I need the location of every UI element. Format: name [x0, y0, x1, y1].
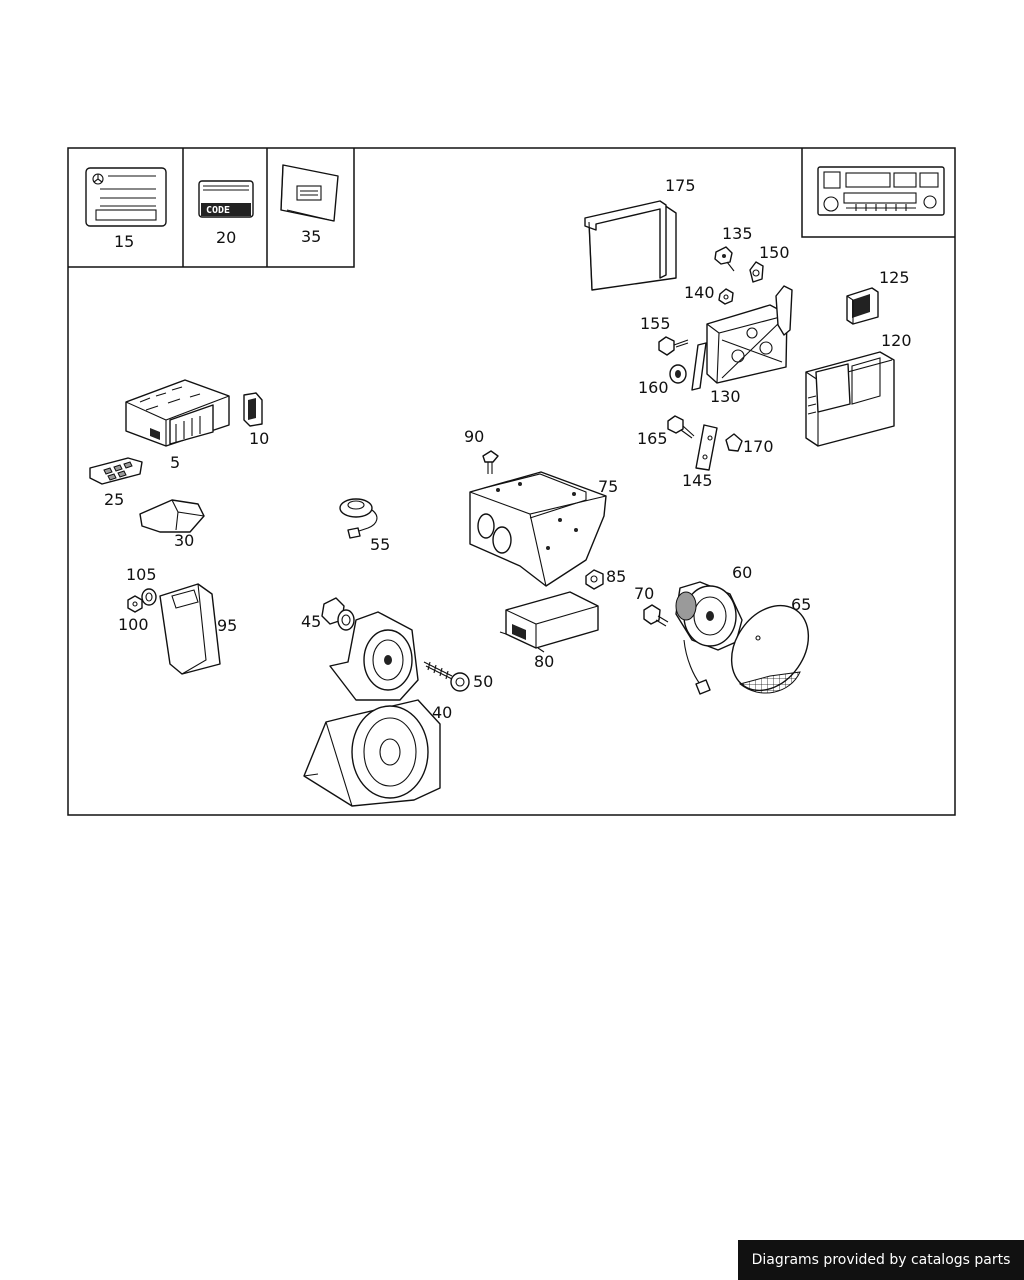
part-70-screw — [643, 604, 669, 627]
part-label-125: 125 — [879, 268, 910, 287]
part-80-control-module — [499, 591, 599, 653]
part-label-35: 35 — [301, 227, 321, 246]
parts-diagram: CODE — [67, 147, 956, 816]
part-45-tweeter — [321, 597, 355, 631]
part-label-175: 175 — [665, 176, 696, 195]
part-label-80: 80 — [534, 652, 554, 671]
part-label-130: 130 — [710, 387, 741, 406]
part-85-nut — [585, 569, 604, 590]
part-label-45: 45 — [301, 612, 321, 631]
footer-attribution: Diagrams provided by catalogs parts — [738, 1240, 1024, 1280]
part-label-50: 50 — [473, 672, 493, 691]
part-170-plug — [725, 433, 743, 452]
part-label-40: 40 — [432, 703, 452, 722]
part-160-grommet — [669, 364, 687, 384]
part-label-145: 145 — [682, 471, 713, 490]
part-40-speaker-housing — [303, 611, 441, 807]
part-label-165: 165 — [637, 429, 668, 448]
part-95-bag — [159, 583, 221, 675]
radio-inset-frame — [801, 148, 955, 238]
part-175-bracket-plate — [584, 200, 677, 291]
part-50-screw — [423, 661, 470, 692]
part-10-knob — [243, 392, 263, 427]
part-35-manual-booklet — [280, 164, 339, 222]
part-label-60: 60 — [732, 563, 752, 582]
radio-faceplate-illustration — [817, 166, 945, 216]
part-155-bolt — [658, 336, 689, 356]
part-130-mounting-frame — [691, 285, 793, 391]
part-label-20: 20 — [216, 228, 236, 247]
part-label-155: 155 — [640, 314, 671, 333]
part-140-nut — [718, 288, 734, 305]
part-100-nut — [127, 595, 143, 613]
part-label-95: 95 — [217, 616, 237, 635]
part-55-antenna-connector — [339, 498, 378, 539]
part-label-85: 85 — [606, 567, 626, 586]
part-label-15: 15 — [114, 232, 134, 251]
part-label-70: 70 — [634, 584, 654, 603]
part-label-140: 140 — [684, 283, 715, 302]
part-label-120: 120 — [881, 331, 912, 350]
part-label-25: 25 — [104, 490, 124, 509]
part-105-grommet — [141, 588, 157, 606]
part-label-105: 105 — [126, 565, 157, 584]
part-label-135: 135 — [722, 224, 753, 243]
part-120-changer-unit — [805, 351, 895, 447]
part-15-label-card — [85, 167, 167, 227]
part-5-head-unit — [125, 379, 230, 447]
part-label-75: 75 — [598, 477, 618, 496]
diagram-frame — [67, 147, 956, 816]
part-60-woofer — [675, 581, 743, 695]
part-20-code-card: CODE — [198, 180, 254, 218]
part-label-5: 5 — [170, 453, 180, 472]
part-label-10: 10 — [249, 429, 269, 448]
code-card-text: CODE — [206, 205, 230, 216]
part-label-100: 100 — [118, 615, 149, 634]
part-125-module — [846, 287, 879, 325]
part-label-90: 90 — [464, 427, 484, 446]
part-25-remote — [89, 457, 143, 485]
part-label-30: 30 — [174, 531, 194, 550]
part-label-170: 170 — [743, 437, 774, 456]
inset-dividers — [68, 148, 355, 268]
part-150-clip — [749, 261, 764, 283]
part-135-bolt — [714, 246, 735, 272]
part-90-screw — [482, 450, 499, 474]
part-label-55: 55 — [370, 535, 390, 554]
part-label-160: 160 — [638, 378, 669, 397]
part-165-bolt — [667, 415, 695, 439]
part-65-grille — [730, 604, 810, 694]
part-label-65: 65 — [791, 595, 811, 614]
part-label-150: 150 — [759, 243, 790, 262]
part-145-strip — [695, 424, 718, 471]
part-30-pouch — [139, 499, 205, 533]
part-75-amplifier-housing — [469, 471, 607, 587]
